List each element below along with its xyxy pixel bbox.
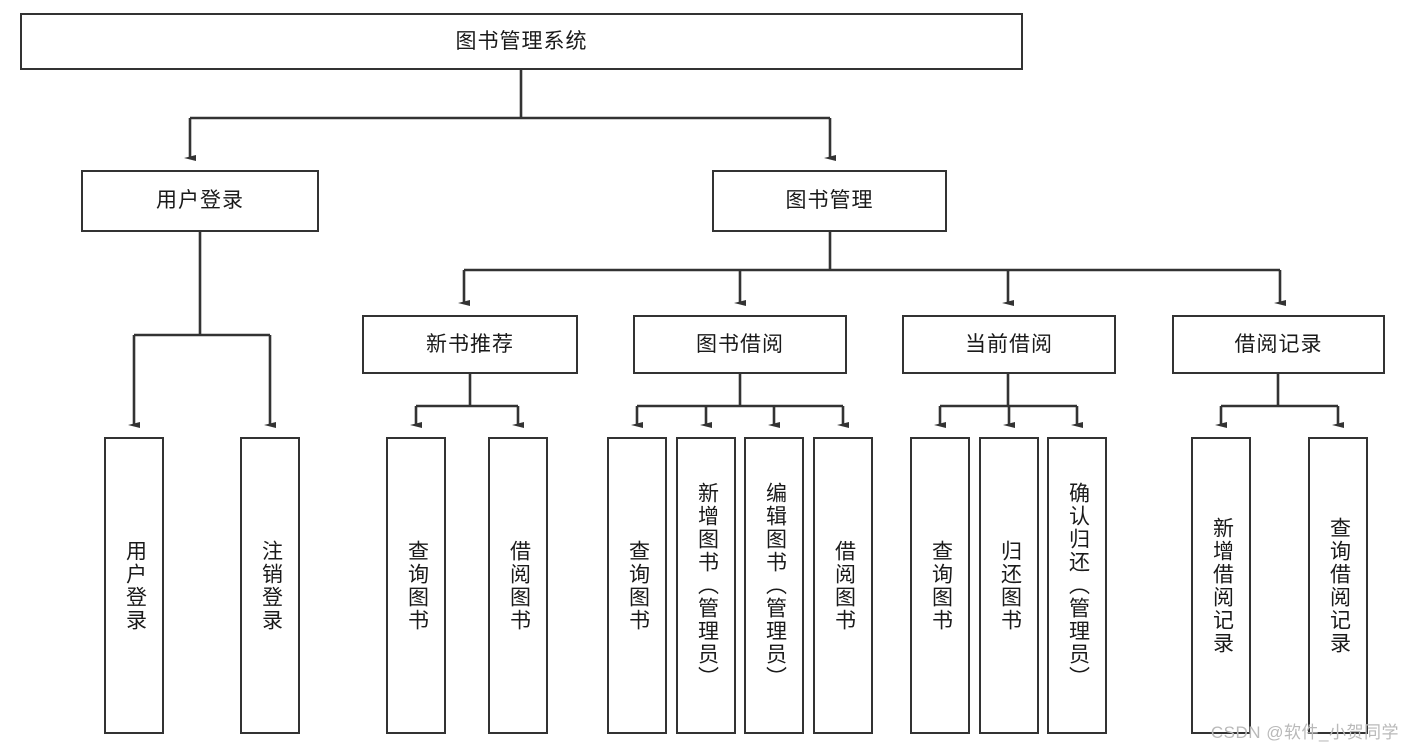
node-current-borrow[interactable]: 当前借阅: [902, 315, 1116, 374]
leaf-return-book[interactable]: 归还图书: [979, 437, 1039, 734]
node-borrow-record-label: 借阅记录: [1234, 332, 1323, 356]
csdn-watermark: CSDN @软件_小贺同学: [1210, 723, 1399, 742]
leaf-confirm-return[interactable]: 确认归还（管理员）: [1047, 437, 1107, 734]
leaf-logout[interactable]: 注销登录: [240, 437, 300, 734]
node-new-book-recommend[interactable]: 新书推荐: [362, 315, 578, 374]
leaf-return-book-label: 归还图书: [998, 539, 1022, 632]
leaf-add-borrow-record-label: 新增借阅记录: [1210, 516, 1234, 655]
leaf-query-book-recommend[interactable]: 查询图书: [386, 437, 446, 734]
node-root-system[interactable]: 图书管理系统: [20, 13, 1023, 70]
leaf-query-borrow-record[interactable]: 查询借阅记录: [1308, 437, 1368, 734]
node-current-borrow-label: 当前借阅: [965, 332, 1053, 356]
node-book-manage[interactable]: 图书管理: [712, 170, 947, 232]
leaf-add-book[interactable]: 新增图书（管理员）: [676, 437, 736, 734]
node-root-label: 图书管理系统: [455, 29, 588, 53]
leaf-logout-label: 注销登录: [259, 539, 283, 632]
leaf-borrow-book-recommend[interactable]: 借阅图书: [488, 437, 548, 734]
node-book-borrow-label: 图书借阅: [696, 332, 784, 356]
leaf-query-book-current[interactable]: 查询图书: [910, 437, 970, 734]
leaf-edit-book[interactable]: 编辑图书（管理员）: [744, 437, 804, 734]
node-borrow-record[interactable]: 借阅记录: [1172, 315, 1385, 374]
leaf-query-borrow-record-label: 查询借阅记录: [1327, 516, 1351, 655]
leaf-borrow-book-label: 借阅图书: [832, 539, 856, 632]
leaf-borrow-book-recommend-label: 借阅图书: [507, 539, 531, 632]
leaf-user-login[interactable]: 用户登录: [104, 437, 164, 734]
leaf-confirm-return-label: 确认归还（管理员）: [1066, 482, 1090, 689]
leaf-query-book-current-label: 查询图书: [929, 539, 953, 632]
leaf-user-login-label: 用户登录: [123, 539, 147, 632]
leaf-query-book-borrow-label: 查询图书: [626, 539, 650, 632]
node-book-borrow[interactable]: 图书借阅: [633, 315, 847, 374]
leaf-add-borrow-record[interactable]: 新增借阅记录: [1191, 437, 1251, 734]
leaf-query-book-borrow[interactable]: 查询图书: [607, 437, 667, 734]
node-book-manage-label: 图书管理: [785, 189, 874, 213]
node-new-book-recommend-label: 新书推荐: [426, 332, 514, 356]
leaf-borrow-book[interactable]: 借阅图书: [813, 437, 873, 734]
leaf-add-book-label: 新增图书（管理员）: [695, 482, 719, 689]
leaf-edit-book-label: 编辑图书（管理员）: [763, 482, 787, 689]
node-user-login-label: 用户登录: [156, 189, 244, 213]
node-user-login[interactable]: 用户登录: [81, 170, 319, 232]
leaf-query-book-recommend-label: 查询图书: [405, 539, 429, 632]
